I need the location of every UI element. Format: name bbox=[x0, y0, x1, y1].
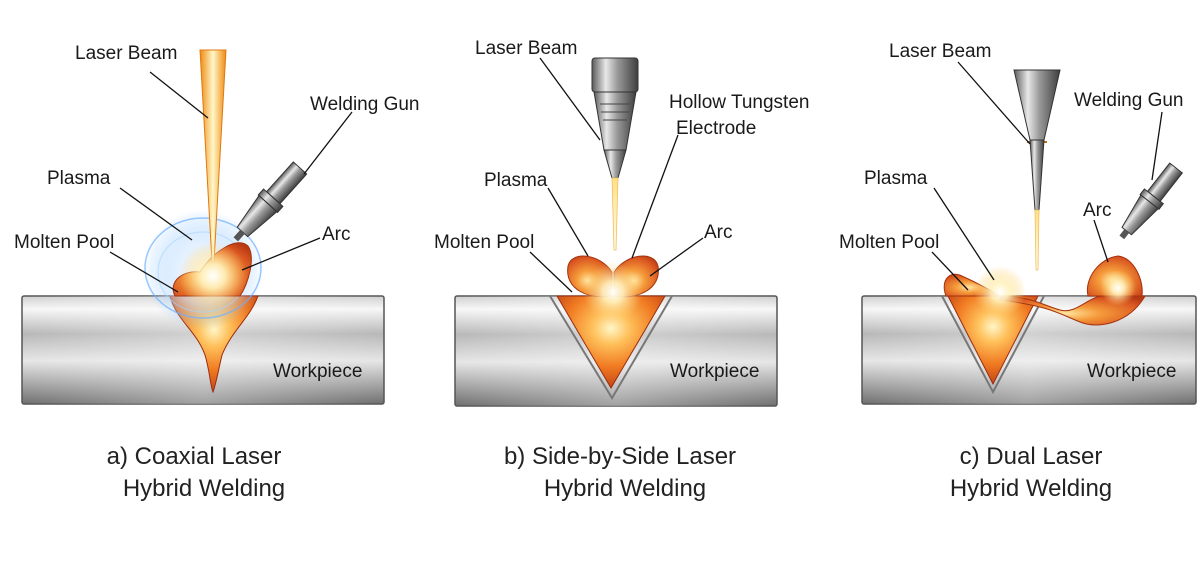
laser-head bbox=[1013, 69, 1061, 211]
label-electrode-line2: Electrode bbox=[676, 118, 756, 139]
laser-beam bbox=[1034, 209, 1040, 271]
label-plasma: Plasma bbox=[484, 170, 548, 191]
caption-line1: a) Coaxial Laser bbox=[107, 443, 282, 470]
welding-gun bbox=[1119, 162, 1184, 240]
caption-line2: Hybrid Welding bbox=[950, 475, 1112, 502]
label-laser-beam: Laser Beam bbox=[75, 43, 177, 64]
welding-gun bbox=[233, 161, 308, 242]
hollow-tungsten-electrode bbox=[591, 57, 639, 179]
caption-line1: b) Side-by-Side Laser bbox=[504, 443, 736, 470]
label-molten-pool: Molten Pool bbox=[434, 232, 534, 253]
label-laser-beam: Laser Beam bbox=[475, 38, 577, 59]
laser-beam bbox=[611, 177, 619, 251]
caption-line1: c) Dual Laser bbox=[960, 443, 1103, 470]
caption-line2: Hybrid Welding bbox=[123, 475, 285, 502]
label-welding-gun: Welding Gun bbox=[310, 94, 420, 115]
panel-coaxial: Laser Beam Welding Gun Plasma Arc Molten… bbox=[14, 43, 420, 502]
label-workpiece: Workpiece bbox=[670, 361, 759, 382]
caption-line2: Hybrid Welding bbox=[544, 475, 706, 502]
label-arc: Arc bbox=[322, 224, 351, 245]
label-plasma: Plasma bbox=[47, 168, 111, 189]
label-plasma: Plasma bbox=[864, 168, 928, 189]
panel-side-by-side: Laser Beam Hollow Tungsten Electrode Pla… bbox=[434, 38, 809, 502]
label-arc: Arc bbox=[1083, 200, 1112, 221]
label-molten-pool: Molten Pool bbox=[839, 232, 939, 253]
label-workpiece: Workpiece bbox=[273, 361, 362, 382]
panel-dual: Laser Beam Welding Gun Plasma Arc Molten… bbox=[839, 41, 1197, 502]
label-arc: Arc bbox=[704, 222, 733, 243]
label-molten-pool: Molten Pool bbox=[14, 232, 114, 253]
label-welding-gun: Welding Gun bbox=[1074, 90, 1184, 111]
label-electrode-line1: Hollow Tungsten bbox=[669, 92, 809, 113]
label-workpiece: Workpiece bbox=[1087, 361, 1176, 382]
label-laser-beam: Laser Beam bbox=[889, 41, 991, 62]
